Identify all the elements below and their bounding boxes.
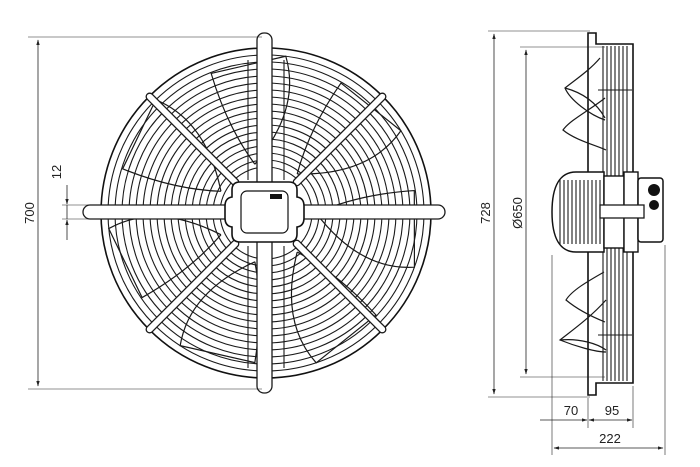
dimension-222-label: 222 (599, 431, 621, 446)
dimension-728-label: 728 (478, 202, 493, 224)
dimension-diameter-label: Ø650 (510, 197, 525, 229)
side-view (551, 32, 664, 396)
impeller-blade (296, 82, 402, 175)
front-view (82, 32, 446, 394)
grille-struts (145, 60, 387, 368)
side-motor (551, 171, 664, 253)
dimension-70-label: 70 (564, 403, 578, 418)
motor-hub (224, 181, 305, 243)
side-dimensions: 728 Ø650 70 95 222 (478, 30, 666, 455)
dimension-95-label: 95 (605, 403, 619, 418)
impeller-blade (121, 99, 222, 192)
front-dimensions: 700 12 (22, 36, 262, 390)
side-blades (558, 57, 607, 353)
dimension-12-label: 12 (49, 165, 64, 179)
dimension-700-label: 700 (22, 202, 37, 224)
